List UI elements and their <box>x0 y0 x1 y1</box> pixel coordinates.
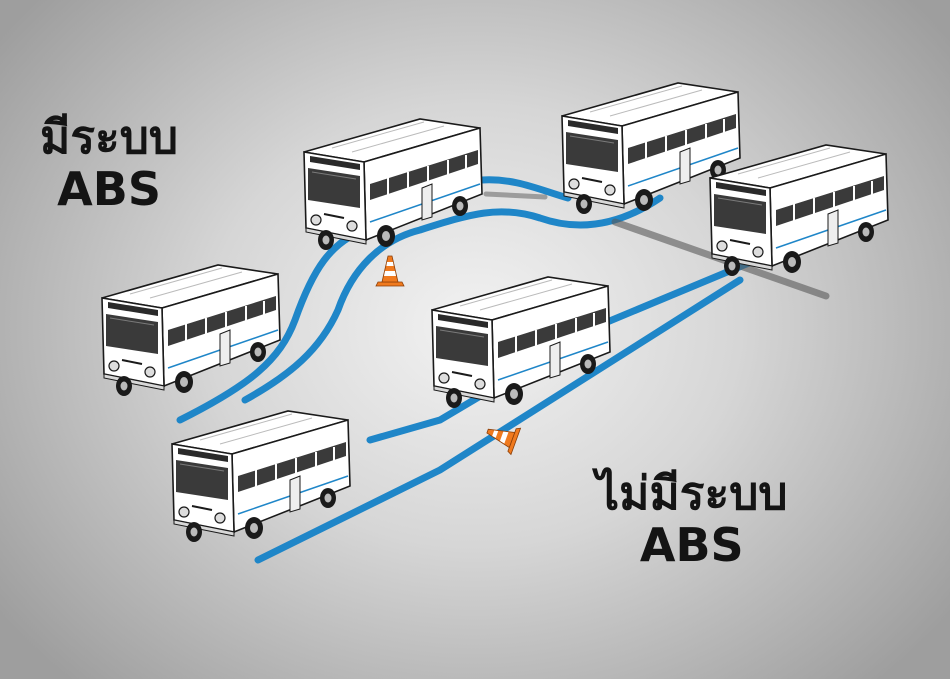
bus-icon <box>431 276 611 409</box>
skid-mark <box>483 191 548 200</box>
label-with-abs: มีระบบ ABS <box>40 110 179 216</box>
label-without-abs: ไม่มีระบบ ABS <box>596 466 788 572</box>
bus-icon <box>303 118 483 251</box>
label-without-abs-line1: ไม่มีระบบ <box>596 466 788 520</box>
bus-icon <box>171 410 351 543</box>
label-with-abs-line2: ABS <box>57 161 161 216</box>
bus-icon <box>709 144 889 277</box>
label-without-abs-line2: ABS <box>639 517 744 572</box>
label-with-abs-line1: มีระบบ <box>40 110 179 164</box>
traffic-cone-icon <box>375 255 405 287</box>
